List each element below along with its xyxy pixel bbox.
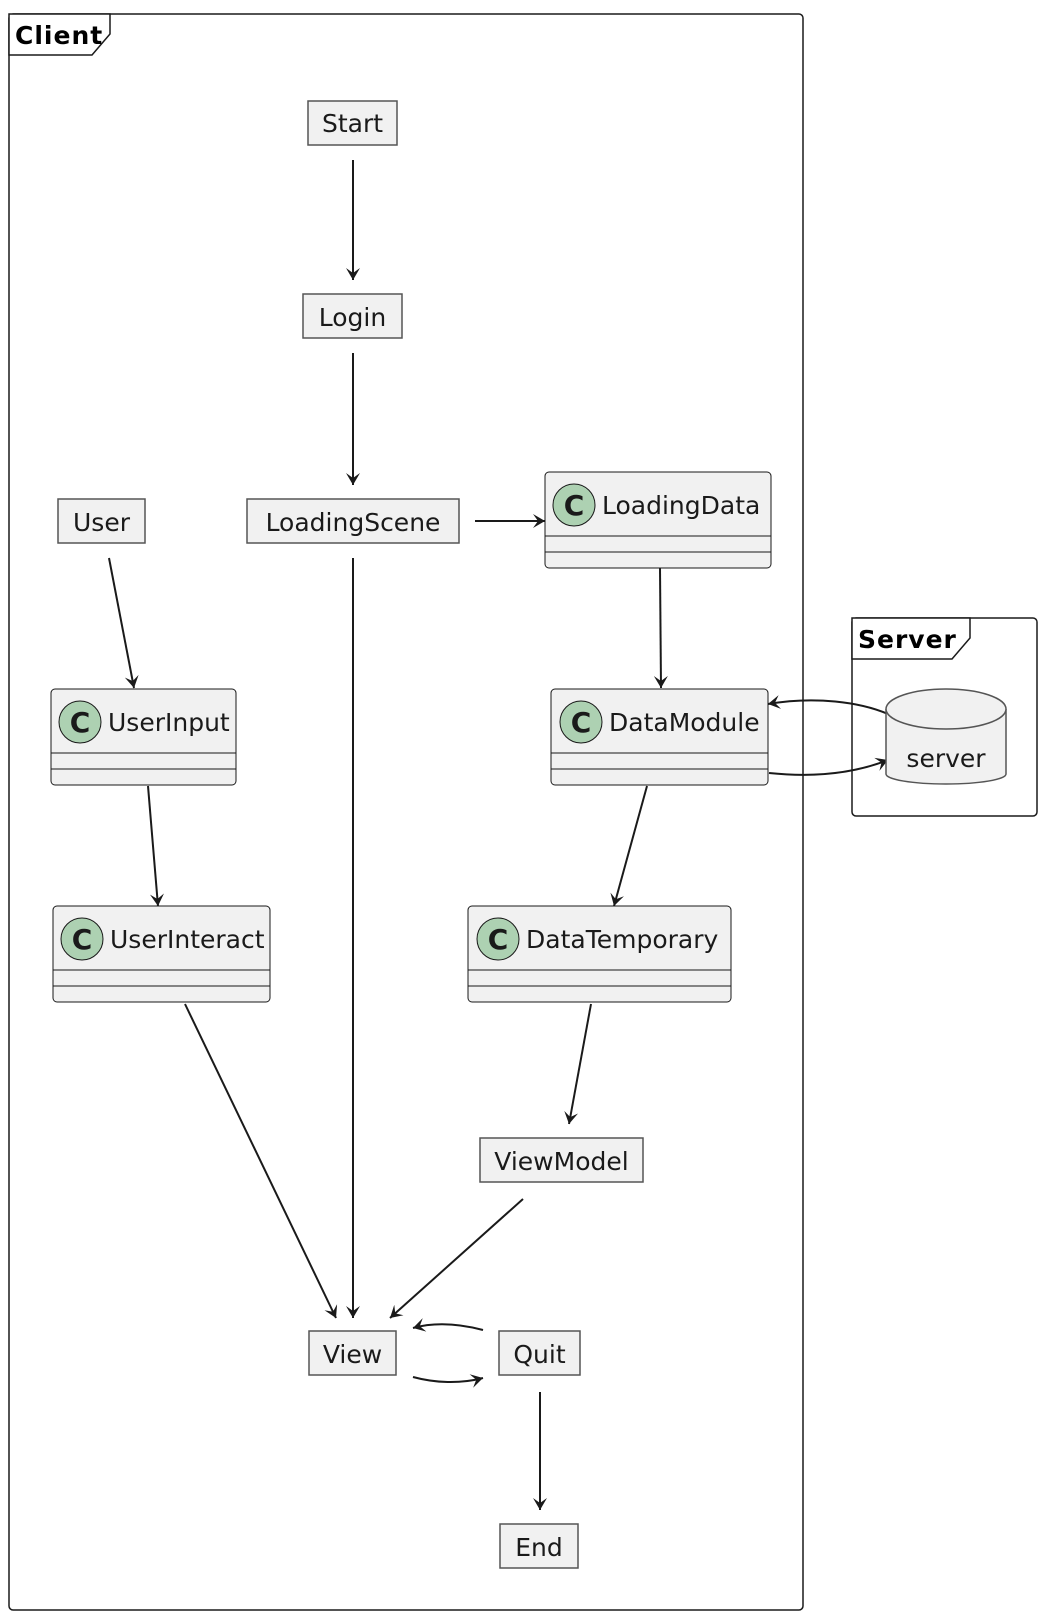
node-user-box xyxy=(57,498,146,544)
node-start-label: Start xyxy=(322,109,383,138)
node-quit: Quit xyxy=(498,1330,581,1376)
class-datatemporary-label: DataTemporary xyxy=(526,925,718,954)
node-loadingscene-box xyxy=(246,498,460,544)
class-datatemporary-box xyxy=(467,905,732,1003)
node-loadingscene-label: LoadingScene xyxy=(266,508,441,537)
class-stereotype-icon xyxy=(552,483,596,527)
class-stereotype-glyph: C xyxy=(70,706,91,739)
class-userinput: C UserInput xyxy=(50,688,237,786)
class-datamodule: C DataModule xyxy=(550,688,769,786)
client-frame-title: Client xyxy=(15,21,103,50)
node-start-box xyxy=(307,100,398,146)
server-frame-tab xyxy=(851,617,971,660)
class-stereotype-glyph: C xyxy=(488,923,509,956)
class-userinput-label: UserInput xyxy=(108,708,230,737)
class-loadingdata-label: LoadingData xyxy=(602,491,760,520)
node-login-box xyxy=(302,293,403,339)
node-view-label: View xyxy=(323,1340,382,1369)
node-start: Start xyxy=(307,100,398,146)
node-login: Login xyxy=(302,293,403,339)
node-view-box xyxy=(308,1330,397,1376)
class-stereotype-glyph: C xyxy=(564,489,585,522)
edge-userinteract-view xyxy=(184,1003,338,1319)
class-stereotype-glyph: C xyxy=(72,923,93,956)
server-frame-title: Server xyxy=(858,625,957,654)
node-quit-box xyxy=(498,1330,581,1376)
node-loadingscene: LoadingScene xyxy=(246,498,460,544)
edge-server-datamodule xyxy=(767,695,889,715)
node-viewmodel-label: ViewModel xyxy=(494,1147,628,1176)
class-datamodule-label: DataModule xyxy=(609,708,760,737)
node-server-db: server xyxy=(885,688,1007,785)
server-frame: Server xyxy=(851,617,1038,817)
class-stereotype-icon xyxy=(559,700,603,744)
node-user: User xyxy=(57,498,146,544)
client-frame-border xyxy=(8,13,804,1611)
node-end-label: End xyxy=(515,1533,563,1562)
server-db-label: server xyxy=(906,744,986,773)
node-quit-label: Quit xyxy=(513,1340,565,1369)
class-stereotype-icon xyxy=(58,700,102,744)
edge-datamodule-server xyxy=(768,757,889,776)
edge-datamodule-datatemporary xyxy=(610,785,648,907)
server-db-top xyxy=(885,688,1007,730)
node-viewmodel: ViewModel xyxy=(479,1137,644,1183)
client-frame-tab xyxy=(8,13,111,56)
edge-user-userinput xyxy=(108,557,139,689)
edge-view-quit xyxy=(412,1374,484,1388)
node-end: End xyxy=(499,1523,579,1569)
edge-quit-view xyxy=(412,1318,484,1332)
node-user-label: User xyxy=(73,508,131,537)
class-userinteract: C UserInteract xyxy=(52,905,271,1003)
edge-datatemporary-viewmodel xyxy=(564,1003,592,1125)
edges xyxy=(108,160,889,1510)
class-stereotype-icon xyxy=(60,917,104,961)
edge-loadingdata-datamodule xyxy=(653,567,668,689)
server-db-body xyxy=(885,709,1007,785)
class-loadingdata-box xyxy=(544,471,772,569)
class-datamodule-box xyxy=(550,688,769,786)
class-stereotype-glyph: C xyxy=(571,706,592,739)
edge-userinput-userinteract xyxy=(147,785,164,907)
node-login-label: Login xyxy=(319,303,386,332)
class-userinteract-box xyxy=(52,905,271,1003)
class-datatemporary: C DataTemporary xyxy=(467,905,732,1003)
node-view: View xyxy=(308,1330,397,1376)
node-viewmodel-box xyxy=(479,1137,644,1183)
edge-viewmodel-view xyxy=(389,1198,524,1319)
node-end-box xyxy=(499,1523,579,1569)
client-frame: Client xyxy=(8,13,804,1611)
class-stereotype-icon xyxy=(476,917,520,961)
class-loadingdata: C LoadingData xyxy=(544,471,772,569)
class-userinteract-label: UserInteract xyxy=(110,925,265,954)
